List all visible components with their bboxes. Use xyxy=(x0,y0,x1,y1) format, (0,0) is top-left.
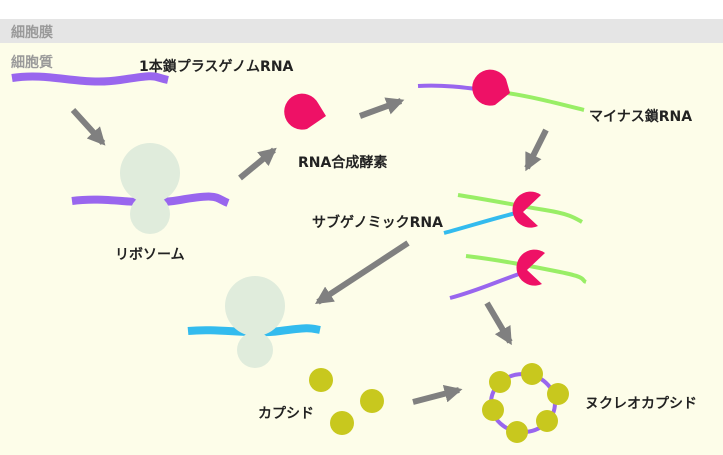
ribosome-translating-subgenomic xyxy=(187,276,321,368)
arrow-to-subgenomic-synthesis xyxy=(524,128,549,172)
cytoplasm-area xyxy=(0,43,723,455)
cytoplasm-label: 細胞質 xyxy=(11,55,53,71)
arrow-subgenomic-to-ribosome xyxy=(314,240,410,305)
cell-membrane-band xyxy=(0,19,723,43)
arrow-to-nucleocapsid xyxy=(484,301,513,346)
capsid-proteins xyxy=(309,368,384,435)
label-subgenomic-rna: サブゲノミックRNA xyxy=(312,215,443,231)
rna-polymerase-icon xyxy=(284,93,326,130)
subgenomic-synthesis xyxy=(443,191,583,235)
label-capsid: カプシド xyxy=(258,406,314,422)
arrow-enzyme-to-complex xyxy=(358,97,405,119)
genome-replication xyxy=(449,249,587,300)
label-rna-polymerase: RNA合成酵素 xyxy=(298,155,388,171)
label-nucleocapsid: ヌクレオカプシド xyxy=(585,396,697,412)
nucleocapsid-icon xyxy=(482,363,569,443)
cell-membrane-label: 細胞膜 xyxy=(11,25,53,41)
ribosome-translating-genome xyxy=(71,143,230,234)
arrow-capsid-to-nucleocapsid xyxy=(412,384,463,405)
label-minus-strand: マイナス鎖RNA xyxy=(589,109,693,125)
arrow-ribosome-to-enzyme xyxy=(238,147,277,181)
plus-genome-rna xyxy=(11,72,169,86)
arrow-genome-to-ribosome xyxy=(70,107,106,146)
label-ribosome: リボソーム xyxy=(115,247,185,263)
label-genome-rna: 1本鎖プラスゲノムRNA xyxy=(139,59,294,75)
minus-strand-synthesis xyxy=(417,69,585,112)
